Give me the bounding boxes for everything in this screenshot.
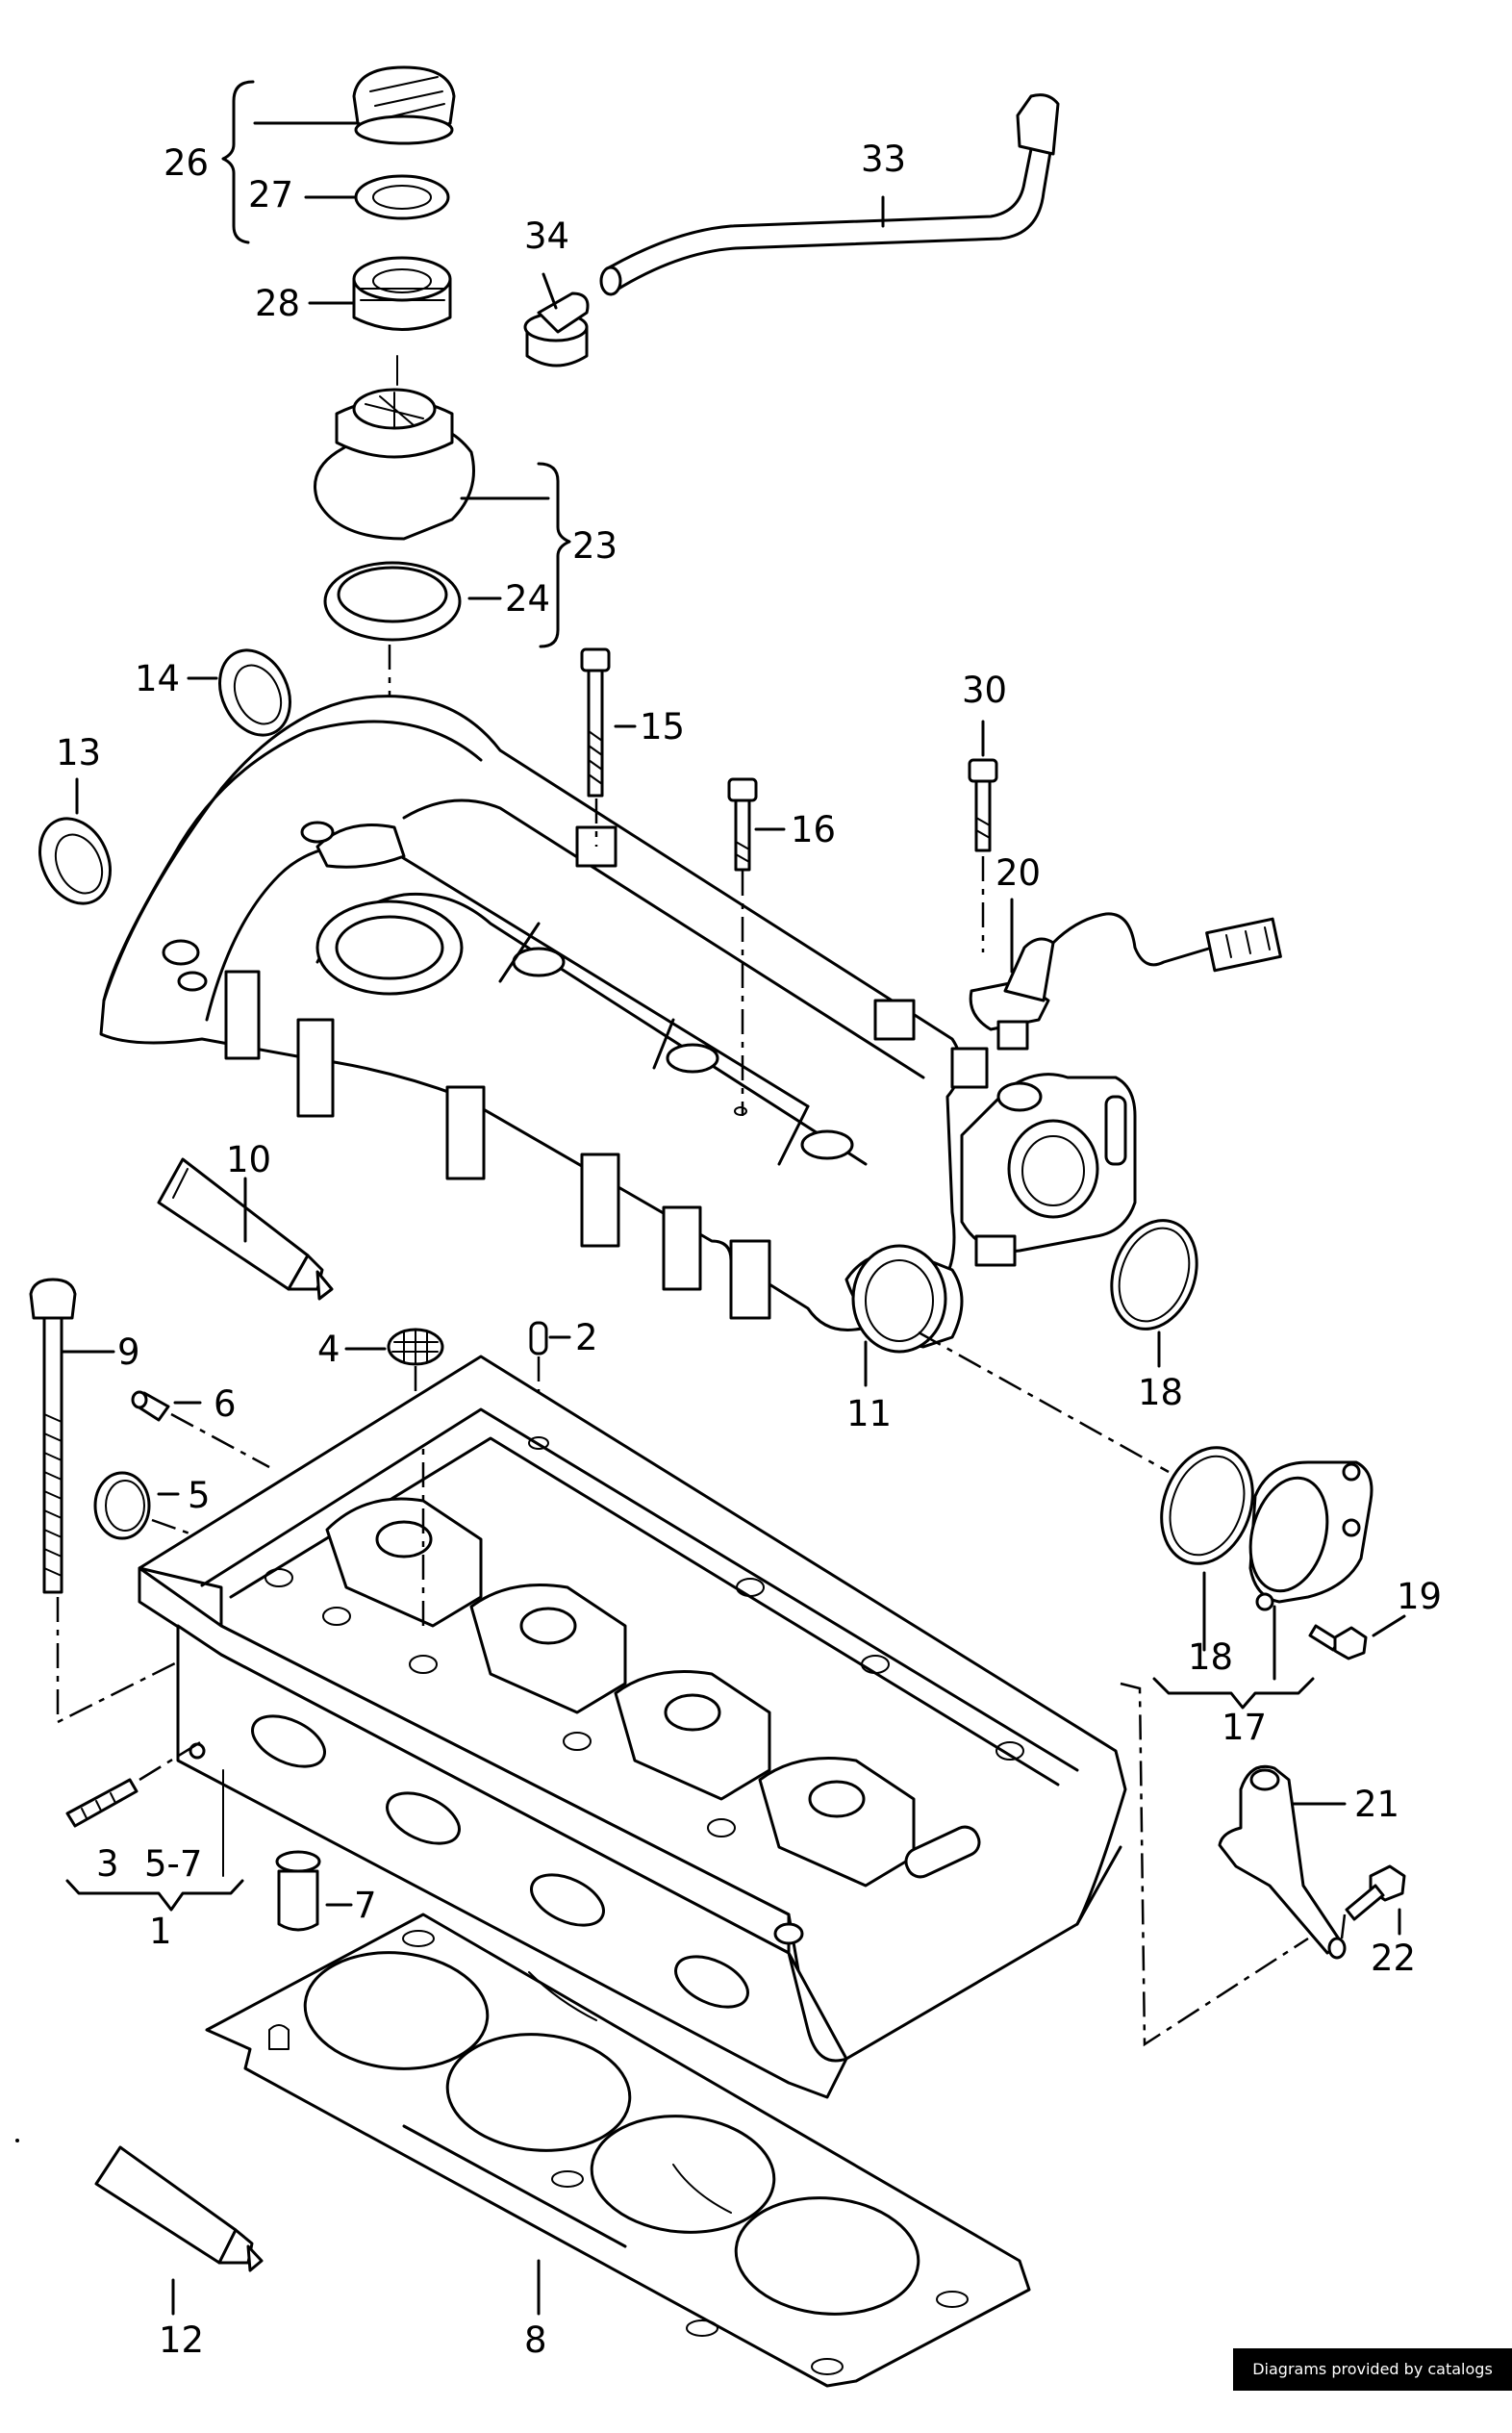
part-27-cap-seal[interactable] [354,174,450,220]
callout-12: 12 [159,2319,204,2361]
part-10-sealant-tube[interactable] [157,1157,334,1301]
part-24-o-ring[interactable] [323,561,462,642]
callout-15: 15 [640,706,685,748]
callout-18-lower: 18 [1188,1636,1233,1678]
callout-24: 24 [505,578,550,620]
callout-labels: 26 27 28 34 33 23 24 14 13 15 16 30 20 1… [56,139,1442,2361]
callout-5-7: 5-7 [144,1843,202,1885]
callout-20: 20 [995,852,1041,894]
callout-16: 16 [791,809,836,850]
part-21-bracket[interactable] [1218,1764,1347,1960]
leader-lines [61,80,1406,2316]
callout-9: 9 [117,1331,140,1373]
part-28-filler-neck[interactable] [352,256,452,331]
part-12-sealant-tube[interactable] [94,2145,264,2272]
part-7-sleeve[interactable] [275,1850,321,1932]
part-4-oil-filter-screen[interactable] [387,1328,444,1366]
part-34-breather-plug[interactable] [523,291,590,367]
part-3-stud[interactable] [65,1778,139,1828]
callout-2: 2 [575,1317,598,1358]
part-23-breather-valve[interactable] [314,388,475,541]
part-26-oil-filler-cap[interactable] [352,65,456,145]
part-14-seal-ring[interactable] [207,639,304,747]
callout-21: 21 [1354,1784,1399,1825]
callout-14: 14 [135,658,180,699]
callout-19: 19 [1397,1576,1442,1617]
callout-26: 26 [164,142,209,184]
part-33-breather-hose[interactable] [599,93,1060,296]
part-15-bolt[interactable] [580,647,611,798]
part-11-cylinder-head-cover[interactable] [99,695,1137,1354]
part-18-o-ring-lower[interactable] [1147,1434,1269,1576]
callout-33: 33 [861,139,906,180]
callout-13: 13 [56,732,101,773]
callout-7: 7 [354,1885,377,1926]
callout-8: 8 [524,2319,547,2361]
callout-10: 10 [226,1139,271,1180]
part-16-bolt[interactable] [727,777,758,872]
callout-5: 5 [188,1475,211,1516]
part-2-dowel-pin[interactable] [529,1321,548,1356]
callout-11: 11 [846,1393,892,1434]
callout-18-upper: 18 [1138,1372,1183,1413]
diagram-credit: Diagrams provided by catalogs parts [1233,2348,1512,2420]
part-1-cylinder-head[interactable] [138,1355,1127,2099]
callout-17: 17 [1222,1707,1267,1748]
callout-34: 34 [524,215,569,257]
part-6-dowel[interactable] [131,1390,170,1422]
part-19-bolt[interactable] [1308,1624,1368,1660]
part-20-sensor[interactable] [969,912,1282,1051]
part-18-o-ring-upper[interactable] [1097,1208,1212,1341]
part-22-bolt[interactable] [1345,1864,1406,1921]
part-5-sealing-plug[interactable] [93,1471,151,1540]
callout-30: 30 [962,670,1007,711]
part-9-head-bolt[interactable] [29,1278,77,1594]
part-30-bolt[interactable] [968,758,998,852]
callout-28: 28 [255,283,300,324]
part-13-seal-ring[interactable] [27,807,124,915]
callout-27: 27 [248,174,293,215]
callout-23: 23 [572,525,617,567]
callout-1: 1 [149,1911,172,1952]
callout-3: 3 [96,1843,119,1885]
part-17-cover[interactable] [1239,1460,1373,1611]
callout-6: 6 [214,1383,237,1425]
part-8-head-gasket[interactable] [205,1913,1031,2388]
callout-4: 4 [317,1329,340,1370]
callout-22: 22 [1371,1938,1416,1979]
